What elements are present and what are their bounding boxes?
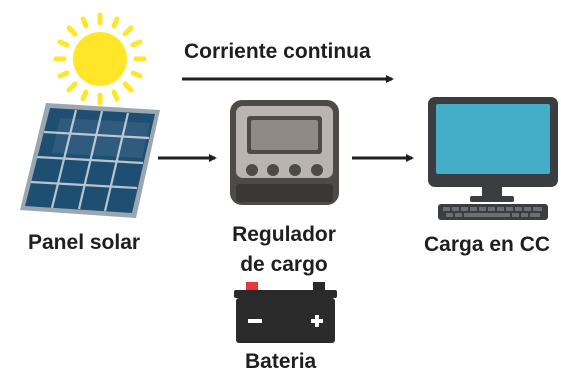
charge-regulator-icon	[230, 100, 339, 205]
regulator-label-line1: Regulador	[232, 223, 336, 246]
sun-icon	[53, 12, 147, 106]
solar-panel-label: Panel solar	[28, 231, 141, 254]
regulator-label-line2: de cargo	[240, 253, 328, 276]
battery-icon	[234, 282, 337, 343]
computer-icon	[428, 97, 558, 220]
battery-label: Bateria	[245, 350, 317, 373]
diagram-title: Corriente continua	[184, 40, 371, 63]
solar-panel-icon	[20, 103, 160, 218]
load-label: Carga en CC	[424, 233, 551, 256]
regulator-label: Regulador de cargo	[222, 220, 346, 280]
